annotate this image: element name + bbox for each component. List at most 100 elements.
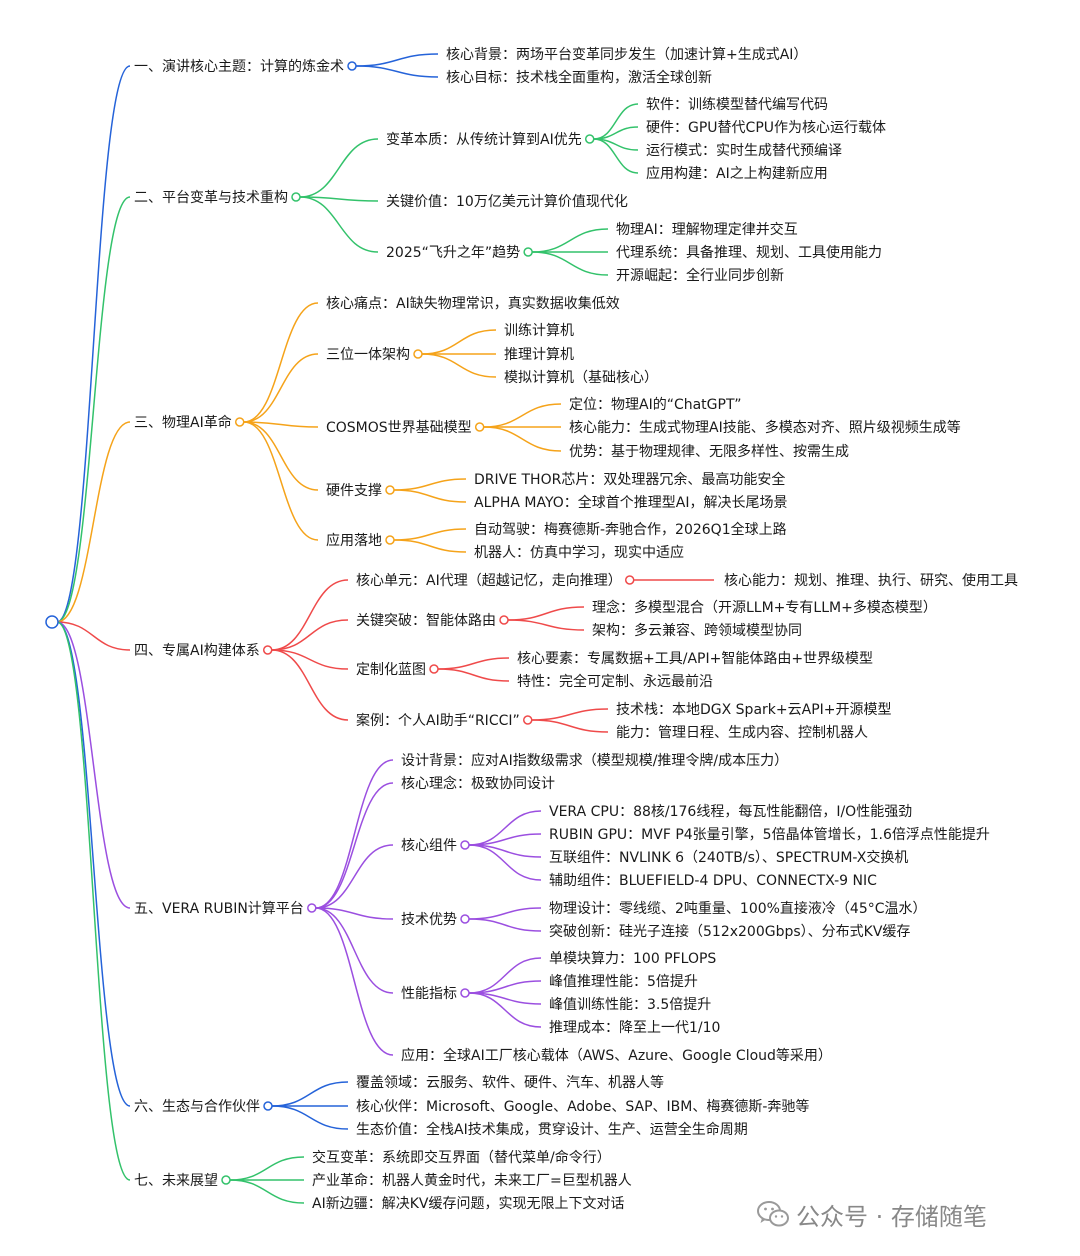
child-label: 核心背景：两场平台变革同步发生（加速计算+生成式AI）	[446, 47, 807, 63]
child-label: 定制化蓝图	[356, 662, 426, 678]
child-connector	[315, 907, 394, 920]
grandchild-label: RUBIN GPU：MVF P4张量引擎，5倍晶体管增长，1.6倍浮点性能提升	[549, 827, 990, 843]
branch-connector	[56, 621, 131, 909]
grandchild-connector	[393, 478, 467, 491]
grandchild-label: 推理计算机	[504, 347, 574, 363]
child-label: 应用：全球AI工厂核心载体（AWS、Azure、Google Cloud等采用）	[401, 1047, 832, 1064]
grandchild-label: 物理AI：理解物理定律并交互	[616, 221, 798, 238]
grandchild-connector	[468, 810, 542, 846]
child-label: 核心伙伴：Microsoft、Google、Adobe、SAP、IBM、梅赛德斯…	[356, 1098, 809, 1115]
child-node-dot[interactable]	[584, 134, 595, 144]
child-connector	[271, 1105, 349, 1130]
child-label: 产业革命：机器人黄金时代，未来工厂=巨型机器人	[312, 1172, 632, 1189]
child-label: 关键价值：10万亿美元计算价值现代化	[386, 194, 628, 210]
grandchild-label: 定位：物理AI的“ChatGPT”	[569, 397, 741, 413]
grandchild-connector	[437, 668, 510, 682]
child-label: 应用落地	[326, 532, 382, 549]
grandchild-connector	[421, 329, 497, 355]
grandchild-connector	[468, 992, 542, 1028]
child-connector	[315, 844, 394, 909]
branch-label: 四、专属AI构建体系	[134, 643, 260, 659]
child-connector	[299, 196, 379, 253]
child-connector	[243, 421, 319, 491]
child-node-dot[interactable]	[474, 422, 485, 432]
grandchild-connector	[532, 228, 609, 253]
child-node-dot[interactable]	[523, 715, 533, 725]
grandchild-label: 峰值训练性能：3.5倍提升	[549, 997, 711, 1013]
branch-label: 五、VERA RUBIN计算平台	[134, 901, 304, 917]
grandchild-label: 辅助组件：BLUEFIELD-4 DPU、CONNECTX-9 NIC	[549, 873, 877, 889]
child-label: 性能指标	[401, 986, 457, 1002]
root-node[interactable]	[45, 615, 59, 629]
child-label: 核心痛点：AI缺失物理常识，真实数据收集低效	[326, 295, 620, 312]
grandchild-label: 自动驾驶：梅赛德斯-奔驰合作，2026Q1全球上路	[474, 521, 787, 538]
grandchild-label: 技术栈：本地DGX Spark+云API+开源模型	[616, 702, 892, 718]
branch-node-dot[interactable]	[307, 903, 317, 913]
branch-node-dot[interactable]	[263, 1101, 273, 1111]
grandchild-label: 开源崛起：全行业同步创新	[616, 267, 784, 284]
child-node-dot[interactable]	[460, 840, 470, 850]
grandchild-label: 架构：多云兼容、跨领域模型协同	[592, 622, 802, 639]
grandchild-connector	[468, 907, 542, 920]
watermark-text: 公众号 · 存储随笔	[796, 1202, 987, 1231]
grandchild-label: 运行模式：实时生成替代预编译	[646, 143, 842, 159]
grandchild-label: 核心要素：专属数据+工具/API+智能体路由+世界级模型	[517, 651, 873, 667]
branch-node-dot[interactable]	[262, 645, 273, 655]
child-node-dot[interactable]	[429, 664, 439, 674]
branch-node-dot[interactable]	[291, 192, 301, 202]
grandchild-connector	[507, 619, 585, 631]
grandchild-label: 硬件：GPU替代CPU作为核心运行载体	[646, 120, 886, 136]
branch-connector	[56, 621, 131, 1181]
branch-node-dot[interactable]	[347, 61, 357, 71]
grandchild-label: 峰值推理性能：5倍提升	[549, 974, 698, 990]
child-connector	[243, 353, 319, 423]
branch-label: 二、平台变革与技术重构	[134, 190, 288, 206]
grandchild-label: 软件：训练模型替代编写代码	[646, 97, 828, 113]
child-label: COSMOS世界基础模型	[326, 419, 472, 436]
grandchild-label: 特性：完全可定制、永远最前沿	[517, 673, 713, 690]
branch-connector	[56, 65, 131, 623]
child-label: 技术优势	[401, 912, 457, 928]
child-label: 生态价值：全栈AI技术集成，贯穿设计、生产、运营全生命周期	[356, 1121, 748, 1138]
branch-connector	[56, 421, 131, 623]
child-connector	[299, 138, 379, 198]
child-label: 核心理念：极致协同设计	[401, 775, 555, 792]
child-label: 设计背景：应对AI指数级需求（模型规模/推理令牌/成本压力）	[401, 752, 788, 769]
grandchild-label: 优势：基于物理规律、无限多样性、按需生成	[569, 443, 849, 460]
child-label: AI新边疆：解决KV缓存问题，实现无限上下文对话	[312, 1196, 624, 1212]
child-connector	[315, 759, 394, 909]
child-node-dot[interactable]	[385, 535, 395, 545]
grandchild-connector	[593, 138, 639, 174]
child-node-dot[interactable]	[523, 247, 533, 257]
branch-connector	[56, 621, 131, 651]
child-connector	[355, 65, 439, 78]
child-connector	[243, 421, 319, 428]
child-node-dot[interactable]	[385, 485, 395, 495]
branch-node-dot[interactable]	[234, 417, 245, 427]
grandchild-label: 训练计算机	[504, 323, 574, 339]
branch-label: 六、生态与合作伙伴	[134, 1099, 260, 1115]
child-connector	[271, 1081, 349, 1107]
grandchild-connector	[531, 708, 609, 721]
grandchild-connector	[393, 539, 467, 553]
child-label: 三位一体架构	[326, 347, 410, 363]
grandchild-label: 代理系统：具备推理、规划、工具使用能力	[616, 244, 882, 261]
grandchild-connector	[421, 353, 497, 378]
child-label: 关键突破：智能体路由	[356, 613, 496, 629]
child-connector	[299, 196, 379, 202]
grandchild-connector	[468, 844, 542, 881]
child-node-dot[interactable]	[624, 575, 635, 585]
child-connector	[229, 1156, 305, 1181]
child-label: 核心目标：技术栈全面重构，激活全球创新	[446, 69, 712, 86]
grandchild-label: ALPHA MAYO：全球首个推理型AI，解决长尾场景	[474, 494, 787, 511]
child-node-dot[interactable]	[460, 988, 470, 998]
child-node-dot[interactable]	[460, 914, 470, 924]
grandchild-connector	[468, 918, 542, 932]
child-label: 硬件支撑	[326, 483, 382, 499]
child-node-dot[interactable]	[413, 349, 423, 359]
child-label: 2025“飞升之年”趋势	[386, 245, 520, 261]
child-node-dot[interactable]	[499, 615, 509, 625]
branch-node-dot[interactable]	[221, 1175, 231, 1185]
child-connector	[355, 53, 439, 67]
